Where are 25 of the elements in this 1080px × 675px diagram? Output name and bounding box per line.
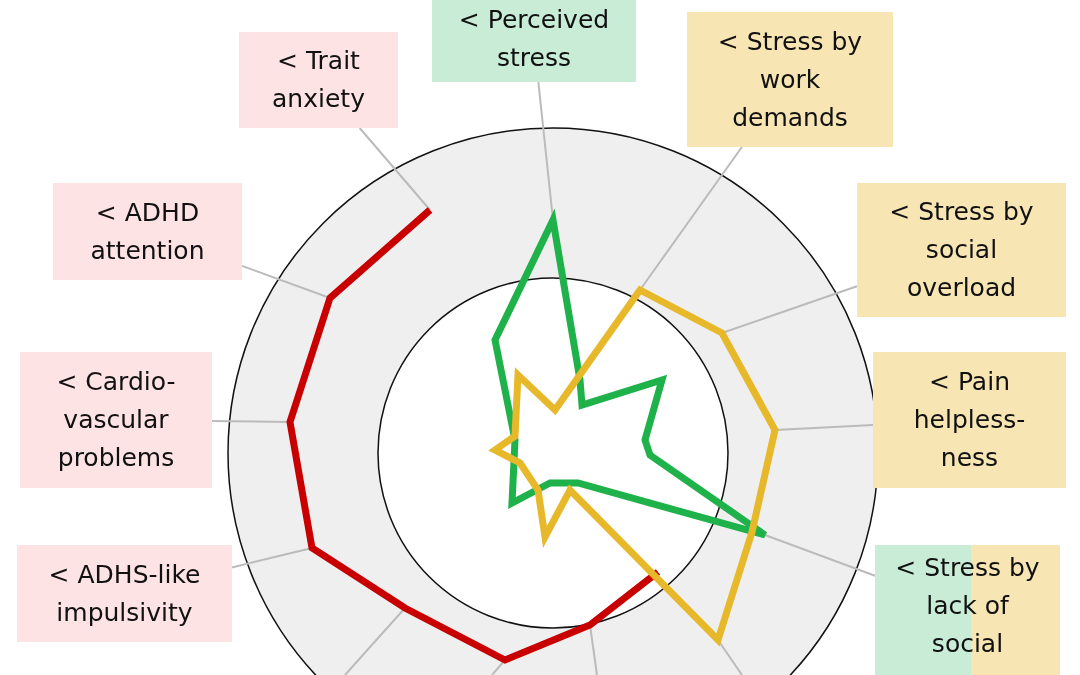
radar-trace <box>286 207 661 664</box>
radar-trace <box>491 208 769 539</box>
radar-trace <box>488 285 779 647</box>
label-text: < Trait anxiety <box>271 45 366 115</box>
leader-line <box>358 127 431 211</box>
leader-line <box>491 659 506 675</box>
label-box <box>17 545 232 642</box>
label-text: < Pain helpless-ness <box>912 366 1027 474</box>
label-text: < Stress by lack of social <box>894 552 1041 660</box>
label-box <box>875 545 1060 675</box>
label-text: < Perceived stress <box>457 4 611 74</box>
label-box <box>239 32 398 128</box>
label-text: < Stress by work demands <box>716 25 864 134</box>
label-box <box>857 183 1066 317</box>
label-box <box>53 183 242 280</box>
label-box <box>873 352 1066 488</box>
label-text: < ADHS-like impulsivity <box>47 558 202 629</box>
leader-line <box>344 607 406 675</box>
label-text: < ADHD attention <box>89 196 206 267</box>
label-text: < Cardio-vascular problems <box>55 366 177 474</box>
label-box <box>20 352 212 488</box>
label-box <box>687 12 893 147</box>
leader-line <box>764 534 876 577</box>
label-box <box>432 0 636 82</box>
label-text: < Stress by social overload <box>888 196 1035 304</box>
